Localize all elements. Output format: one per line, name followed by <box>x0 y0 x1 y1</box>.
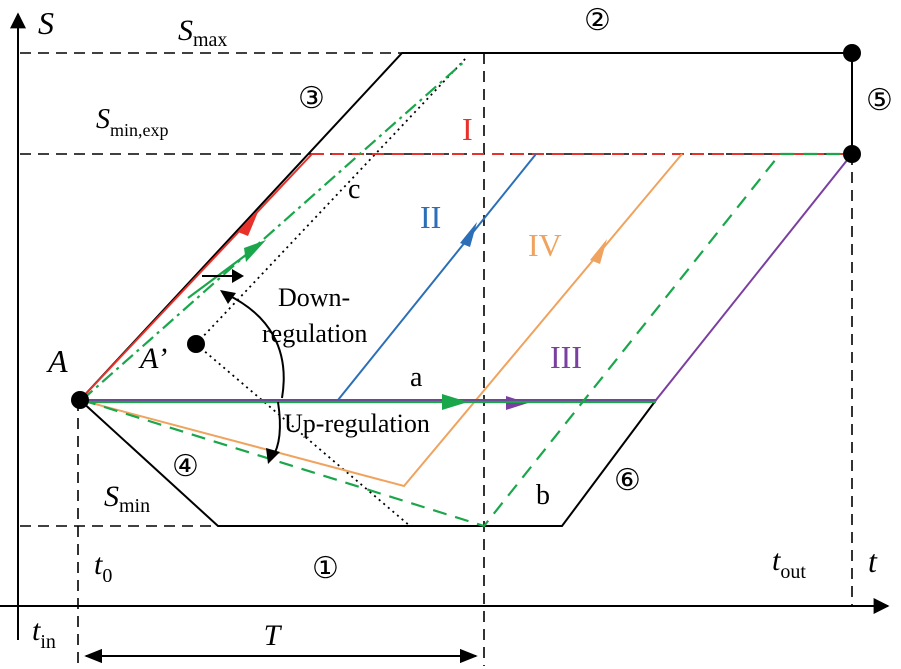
point-a-prime-marker <box>187 335 205 353</box>
path-b-label: b <box>536 480 550 511</box>
reference-lines <box>20 52 853 666</box>
point-a-prime-label: A’ <box>138 342 167 375</box>
t-in-label: tin <box>32 614 56 653</box>
region-2-label: ② <box>584 3 611 38</box>
path-a-label: a <box>410 362 423 393</box>
green-dashdot-up <box>81 59 467 401</box>
point-s-max-end-marker <box>843 44 861 62</box>
green-dashed-down <box>81 152 852 528</box>
point-a-label: A <box>46 343 68 379</box>
region-6-label: ⑥ <box>614 463 641 498</box>
strategy-IV-label: IV <box>528 227 562 263</box>
down-regulation-label-line1: Down- <box>278 283 350 312</box>
s-max-label: Smax <box>178 14 227 51</box>
up-regulation-arc <box>271 401 281 459</box>
t0-label: t0 <box>94 548 112 587</box>
point-a-marker <box>71 391 89 409</box>
down-regulation-arc <box>225 293 285 399</box>
s-min-label: Smin <box>104 480 150 517</box>
region-1-label: ① <box>312 551 339 586</box>
path-c-label: c <box>348 174 360 205</box>
regulation-arrows <box>202 269 285 464</box>
region-3-label: ③ <box>298 81 325 116</box>
region-5-label: ⑤ <box>866 83 893 118</box>
strategy-I-path <box>79 153 852 401</box>
region-4-label: ④ <box>172 449 199 484</box>
t-out-label: tout <box>772 544 806 583</box>
x-axis-label: t <box>868 543 878 579</box>
green-paths <box>81 59 852 528</box>
s-min-exp-label: Smin,exp <box>96 104 169 140</box>
strategy-III-path <box>80 153 853 410</box>
down-regulation-label-line2: regulation <box>262 319 367 348</box>
period-label: T <box>264 619 283 652</box>
path-b-dotted <box>195 343 411 527</box>
point-s-exp-end-marker <box>843 145 861 163</box>
strategy-I-label: I <box>462 111 473 147</box>
strategy-III-label: III <box>550 339 582 375</box>
strategy-II-label: II <box>420 199 441 235</box>
a-prime-guides <box>195 57 467 527</box>
up-regulation-label: Up-regulation <box>284 409 430 438</box>
y-axis-label: S <box>38 5 54 41</box>
strategy-IV-path <box>79 153 683 488</box>
